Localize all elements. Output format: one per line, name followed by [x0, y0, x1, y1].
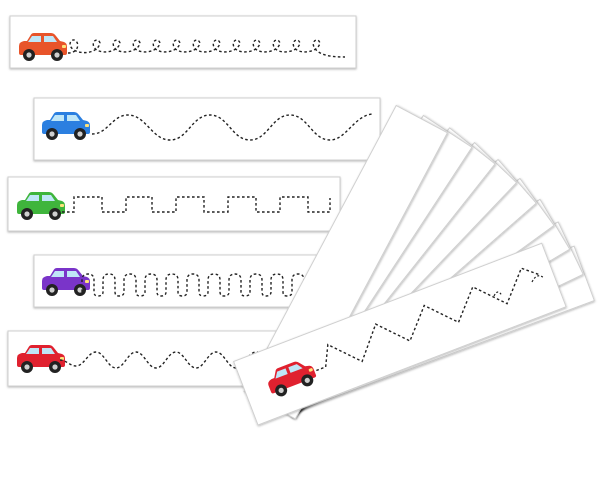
car-window [275, 368, 288, 379]
car-hub [49, 131, 55, 137]
car-hub [49, 287, 55, 293]
small-wave-path [59, 351, 295, 369]
car-window [67, 271, 80, 277]
strip-card [232, 242, 567, 426]
car-window [28, 36, 41, 42]
blue-car-icon [42, 112, 90, 140]
car-hub [278, 387, 284, 394]
car-window [26, 195, 39, 201]
wave-path [91, 113, 373, 141]
card-stack [232, 104, 595, 426]
car-hub [77, 131, 83, 137]
car-headlight [308, 368, 313, 372]
tracing-strip-wave [33, 97, 381, 161]
car-window [26, 348, 39, 354]
back-card-path-peek [493, 291, 503, 297]
tracing-strip-square-wave [7, 176, 341, 232]
square-wave-path [62, 196, 331, 213]
car-headlight [62, 45, 66, 48]
loop-path [67, 39, 346, 58]
car-hub [54, 52, 60, 58]
strip-card [33, 97, 381, 161]
car-window [67, 115, 80, 121]
red-car-icon [263, 356, 317, 397]
car-window [288, 364, 303, 373]
car-headlight [60, 204, 64, 207]
zigzag-path [316, 267, 539, 372]
car-window [51, 271, 64, 277]
car-window [51, 115, 64, 121]
car-hub [24, 364, 30, 370]
purple-car-icon [42, 268, 90, 296]
back-card-path-peek [531, 275, 545, 283]
strip-card [9, 15, 357, 69]
car-headlight [85, 280, 89, 283]
car-headlight [60, 357, 64, 360]
car-hub [26, 52, 32, 58]
car-hub [52, 364, 58, 370]
car-window [42, 348, 55, 354]
tracing-strip-loops [9, 15, 357, 69]
orange-car-icon [19, 33, 67, 61]
stack-front-card [232, 242, 567, 426]
car-window [44, 36, 57, 42]
car-hub [304, 377, 310, 383]
green-car-icon [17, 192, 65, 220]
car-hub [52, 211, 58, 217]
car-headlight [85, 124, 89, 127]
red-car-icon [17, 345, 65, 373]
car-window [42, 195, 55, 201]
car-hub [24, 211, 30, 217]
